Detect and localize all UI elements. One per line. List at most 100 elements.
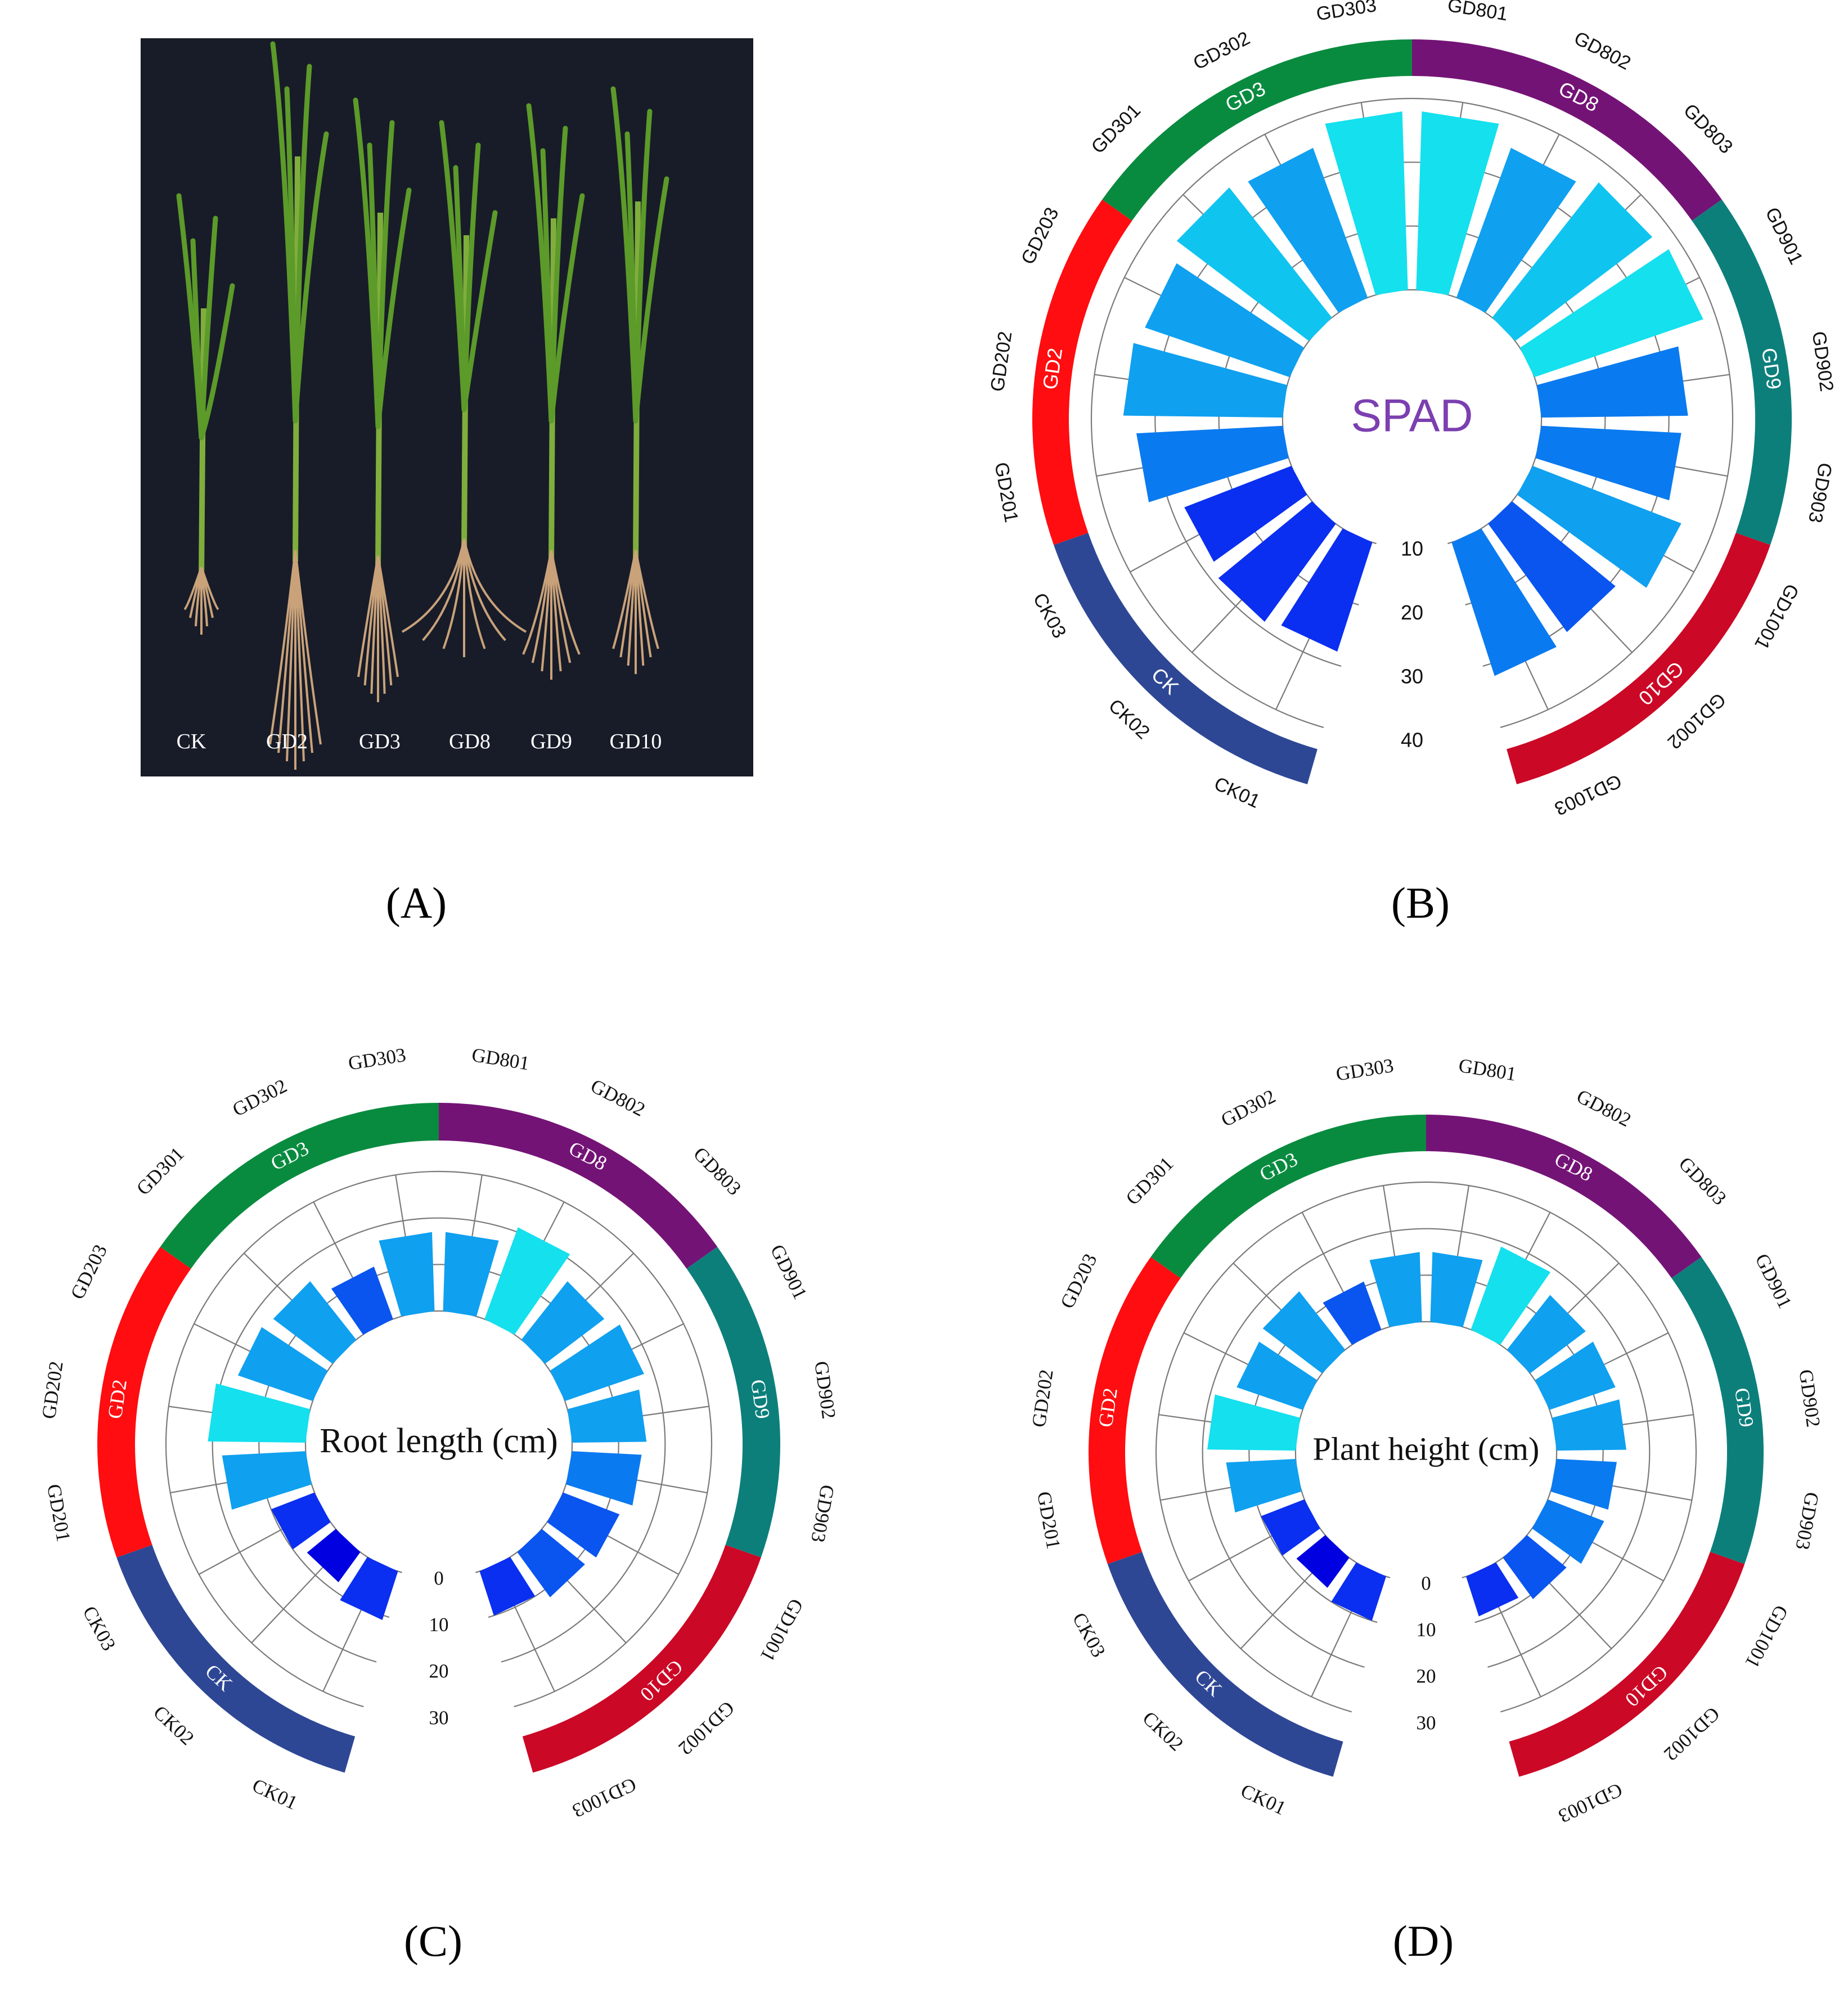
radial-tick-label: 20 [1401,601,1423,624]
category-label-gd902: GD902 [810,1360,840,1420]
bar-gd203 [1145,263,1305,378]
category-label-gd802: GD802 [1573,1085,1634,1131]
category-label-gd302: GD302 [1190,28,1253,74]
bar-gd803 [1492,182,1653,342]
category-label-ck03: CK03 [78,1602,120,1654]
category-label-ck03: CK03 [1068,1609,1110,1661]
bar-gd1003 [1451,528,1557,676]
category-label-gd803: GD803 [1679,100,1737,158]
category-label-gd201: GD201 [990,461,1022,524]
group-label-gd2: GD2 [1094,1386,1122,1429]
bar-gd201 [1226,1458,1302,1513]
category-label-gd801: GD801 [470,1044,531,1075]
category-label-gd802: GD802 [587,1075,649,1121]
group-ring-gd8 [439,1103,718,1269]
bar-gd202 [208,1383,311,1443]
category-label-gd903: GD903 [807,1483,839,1544]
category-label-ck03: CK03 [1029,590,1071,642]
photo-label-gd9: GD9 [530,730,572,753]
seedling-3 [401,120,527,657]
photo-label-gd10: GD10 [609,730,662,753]
bar-ck03 [271,1492,331,1550]
grid-circle [1090,97,1734,728]
category-label-gd1001: GD1001 [756,1595,808,1665]
bar-gd902 [567,1389,647,1443]
category-label-gd202: GD202 [38,1360,68,1420]
grid-circle [258,1264,619,1618]
bar-gd303 [1325,111,1408,295]
category-label-gd901: GD901 [766,1241,812,1303]
category-label-gd303: GD303 [347,1044,407,1075]
seedling-photo: CK GD2 GD3 GD8 GD9 GD10 [141,38,753,776]
group-ring-gd2 [1032,199,1132,545]
root-length-circular-chart: 0102030CK01CK02CK03GD201GD202GD203GD301G… [38,1044,840,1822]
radial-tick-label: 20 [429,1660,449,1682]
bar-gd1002 [517,1529,585,1597]
bar-gd303 [379,1232,435,1317]
bar-gd203 [237,1327,328,1402]
category-label-ck02: CK02 [1104,695,1154,743]
bar-gd901 [1535,1341,1616,1410]
radial-tick-label: 30 [1401,665,1423,688]
group-ring-gd2 [1089,1257,1181,1564]
bar-ck03 [1184,466,1307,562]
radial-tick-label: 10 [429,1614,449,1636]
category-label-gd901: GD901 [1761,204,1807,268]
bar-gd802 [484,1227,570,1335]
radial-tick-label: 0 [1421,1572,1431,1594]
photo-label-gd2: GD2 [266,730,308,753]
grid-circle [1218,225,1606,606]
group-label-gd9: GD9 [747,1378,774,1420]
panel-letter-b: (B) [1391,878,1450,927]
bar-gd903 [1550,1458,1617,1510]
photo-label-ck: CK [176,730,206,753]
category-label-gd202: GD202 [987,330,1017,393]
category-label-gd201: GD201 [1033,1490,1065,1551]
category-label-gd803: GD803 [689,1143,745,1200]
group-label-gd9: GD9 [1757,347,1786,391]
group-ring-gd9 [1692,199,1792,545]
group-ring-gd10 [1509,1552,1745,1777]
group-ring-ck [116,1544,356,1773]
bar-gd1001 [1532,1499,1604,1564]
category-label-gd1001: GD1001 [1750,580,1803,653]
photo-label-gd3: GD3 [359,730,401,753]
bar-gd302 [1323,1281,1382,1345]
bar-gd202 [1123,343,1288,418]
seedling-2 [353,97,412,702]
category-label-gd1002: GD1002 [675,1697,739,1759]
category-label-gd302: GD302 [1217,1085,1279,1131]
category-label-gd1003: GD1003 [1555,1779,1626,1827]
seedling-4 [522,103,585,680]
category-label-ck01: CK01 [1238,1780,1289,1820]
group-ring-gd3 [160,1103,439,1269]
radial-tick-label: 20 [1417,1665,1436,1687]
bar-gd301 [1262,1291,1346,1373]
bar-gd902 [1552,1399,1626,1451]
category-label-ck01: CK01 [1211,773,1263,812]
bar-gd803 [1507,1295,1586,1373]
bar-ck03 [1261,1499,1320,1556]
bar-gd302 [1248,147,1368,313]
category-label-gd203: GD203 [1056,1250,1101,1312]
group-ring-ck [1107,1552,1343,1777]
radial-tick-label: 10 [1417,1619,1436,1641]
grid-circle [1248,1274,1604,1623]
group-ring-gd8 [1426,1115,1702,1278]
plant-height-circular-chart: 0102030CK01CK02CK03GD201GD202GD203GD301G… [1028,1054,1825,1828]
category-label-gd901: GD901 [1751,1250,1796,1312]
bar-gd802 [1456,147,1576,313]
seedling-1 [269,41,329,770]
radial-tick-label: 30 [429,1707,449,1728]
radial-tick-label: 10 [1401,537,1423,560]
category-label-gd903: GD903 [1791,1490,1823,1551]
category-label-gd201: GD201 [43,1483,75,1543]
bar-gd801 [1416,111,1499,295]
bar-ck01 [1281,528,1373,652]
bar-gd301 [1176,187,1332,342]
category-label-gd202: GD202 [1028,1368,1058,1428]
bar-ck01 [1331,1562,1386,1621]
category-label-gd1003: GD1003 [1551,770,1625,819]
bar-gd1003 [1466,1562,1519,1617]
bar-gd302 [331,1267,393,1335]
